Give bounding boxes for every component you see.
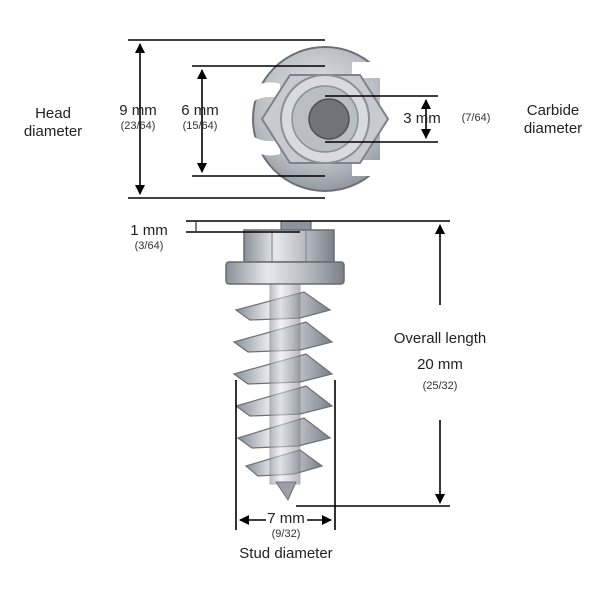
head-label-line1: Head (35, 105, 71, 122)
overall-in: (25/32) (422, 380, 458, 392)
stud-side-view (225, 220, 345, 502)
flange-mm: 1 mm (130, 222, 168, 239)
inner-mm: 6 mm (181, 102, 219, 119)
carbide-diameter-label: Carbide diameter (508, 102, 598, 138)
carbide-in: (7/64) (461, 112, 491, 124)
stud-in: (9/32) (271, 528, 301, 540)
carbide-mm: 3 mm (403, 110, 441, 127)
head-dimension: 9 mm (23/64) (108, 102, 168, 133)
overall-mm: 20 mm (417, 356, 463, 373)
stud-mm: 7 mm (267, 510, 305, 527)
head-label-line2: diameter (23, 123, 83, 140)
head-top-view (240, 46, 420, 192)
inner-dimension: 6 mm (15/64) (170, 102, 230, 133)
carbide-label-line2: diameter (523, 120, 583, 137)
head-in: (23/64) (120, 120, 156, 132)
stud-diameter-label: Stud diameter (239, 545, 333, 562)
overall-length-label: Overall length 20 mm (25/32) (370, 330, 510, 393)
carbide-label-line1: Carbide (526, 102, 580, 119)
head-diameter-label: Head diameter (8, 105, 98, 141)
head-mm: 9 mm (119, 102, 157, 119)
overall-label: Overall length (393, 330, 487, 347)
stud-dimension: 7 mm (9/32) (256, 510, 316, 541)
dimension-lines (128, 39, 450, 530)
inner-in: (15/64) (182, 120, 218, 132)
flange-in: (3/64) (134, 240, 164, 252)
flange-dimension: 1 mm (3/64) (124, 222, 174, 253)
